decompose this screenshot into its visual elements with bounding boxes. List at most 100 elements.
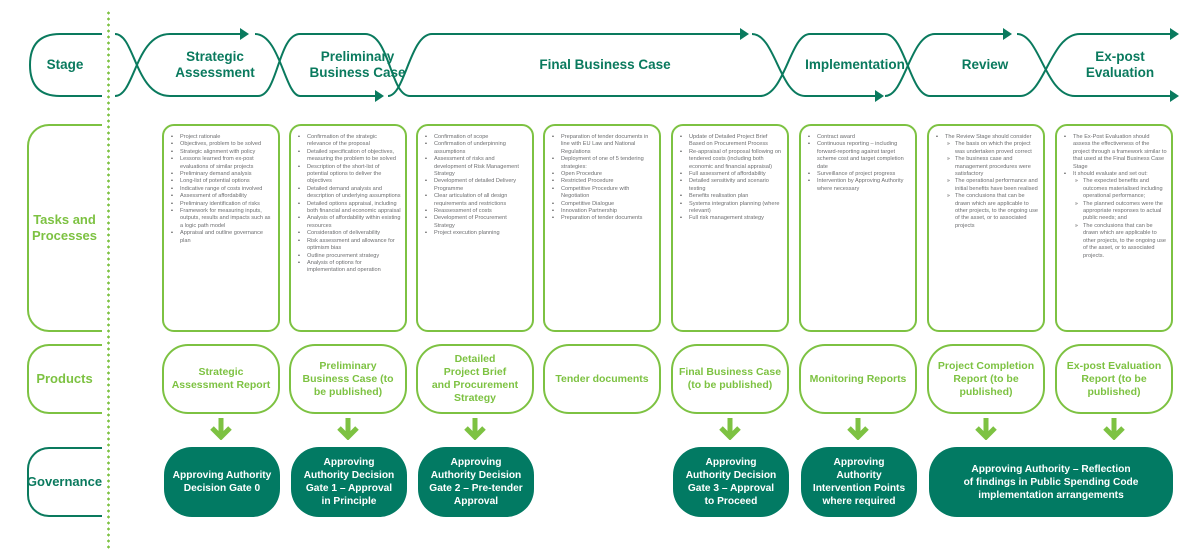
task-item: Preparation of tender documents — [552, 215, 655, 223]
task-box: Confirmation of the strategic relevance … — [289, 124, 407, 332]
task-item-text: Framework for measuring inputs, outputs,… — [180, 208, 271, 229]
task-item-text: Competitive Dialogue — [561, 200, 615, 207]
row-label-tasks: Tasks and Processes — [31, 212, 98, 243]
task-box: Confirmation of scopeConfirmation of und… — [416, 124, 534, 332]
task-box: Update of Detailed Project Brief Based o… — [671, 124, 789, 332]
task-item-text: Risk assessment and allowance for optimi… — [307, 237, 395, 252]
task-item-text: Detailed sensitivity and scenario testin… — [689, 178, 769, 192]
stage-ex-post-evaluation: Ex-post Evaluation — [1085, 49, 1155, 80]
product-final-business-case: Final Business Case (to be published) — [671, 344, 789, 414]
stage-implementation: Implementation — [805, 57, 905, 72]
task-item-text: Surveillance of project progress — [817, 171, 896, 178]
task-item: Project rationale — [171, 134, 274, 142]
task-item: Re-appraisal of proposal following on te… — [680, 149, 783, 171]
governance-decision-gate-3: Approving Authority Decision Gate 3 – Ap… — [673, 447, 789, 517]
task-subitem: The conclusions that can be drawn which … — [947, 193, 1039, 230]
product-project-completion-report: Project Completion Report (to be publish… — [927, 344, 1045, 414]
task-item: Innovation Partnership — [552, 208, 655, 216]
task-subitem: The business case and management procedu… — [947, 156, 1039, 178]
governance-decision-gate-0: Approving Authority Decision Gate 0 — [164, 447, 280, 517]
task-item-text: Detailed options appraisal, including bo… — [307, 200, 401, 215]
task-item-text: Innovation Partnership — [561, 208, 617, 215]
task-item-text: Development of Procurement Strategy — [434, 215, 507, 229]
task-item: Detailed demand analysis and description… — [298, 185, 401, 201]
task-subitem: The planned outcomes were the appropriat… — [1075, 201, 1167, 223]
task-item-text: Analysis of options for implementation a… — [307, 259, 381, 274]
task-item-text: Clear articulation of all design require… — [434, 193, 508, 207]
task-item-text: Detailed demand analysis and description… — [307, 185, 401, 200]
task-item: Development of detailed Delivery Program… — [425, 178, 528, 193]
down-arrow-icon — [1103, 418, 1125, 440]
governance-intervention-points: Approving Authority Intervention Points … — [801, 447, 917, 517]
stage-preliminary-business-case: Preliminary Business Case — [309, 49, 406, 80]
task-item: Detailed options appraisal, including bo… — [298, 200, 401, 216]
task-item: Preliminary demand analysis — [171, 171, 274, 179]
task-item-text: Open Procedure — [561, 171, 603, 178]
task-box: Project rationaleObjectives, problem to … — [162, 124, 280, 332]
task-item: Confirmation of scope — [425, 134, 528, 142]
task-box: The Review Stage should considerThe basi… — [927, 124, 1045, 332]
product-preliminary-business-case: Preliminary Business Case (to be publish… — [289, 344, 407, 414]
task-item: Detailed sensitivity and scenario testin… — [680, 178, 783, 193]
task-item-text: Update of Detailed Project Brief Based o… — [689, 134, 768, 148]
task-list: Update of Detailed Project Brief Based o… — [677, 134, 783, 223]
task-item-text: It should evaluate and set out: — [1073, 171, 1148, 178]
task-item: It should evaluate and set out:The expec… — [1064, 171, 1167, 260]
task-sublist: The basis on which the project was under… — [945, 141, 1039, 230]
products-row-frame — [27, 344, 102, 414]
connector — [884, 33, 936, 97]
task-item: The Review Stage should considerThe basi… — [936, 134, 1039, 230]
task-subitem: The operational performance and initial … — [947, 178, 1039, 193]
governance-row-frame — [27, 447, 102, 517]
task-item-text: Assessment of affordability — [180, 193, 247, 200]
arrowhead-icon — [740, 28, 749, 40]
product-ex-post-evaluation-report: Ex-post Evaluation Report (to be publish… — [1055, 344, 1173, 414]
task-item-text: The Review Stage should consider — [945, 134, 1032, 140]
task-list: The Review Stage should considerThe basi… — [933, 134, 1039, 230]
task-item-text: Preliminary identification of risks — [180, 200, 260, 207]
task-item: Project execution planning — [425, 230, 528, 238]
task-item: Confirmation of the strategic relevance … — [298, 134, 401, 149]
task-item: Indicative range of costs involved — [171, 185, 274, 194]
task-subitem: The basis on which the project was under… — [947, 141, 1039, 156]
task-item-text: Preliminary demand analysis — [180, 171, 252, 178]
task-item-text: Continuous reporting – including forward… — [817, 141, 904, 170]
task-item-text: Analysis of affordability within existin… — [307, 215, 401, 229]
task-item: Surveillance of project progress — [808, 171, 911, 179]
task-subitem: The conclusions that can be drawn which … — [1075, 223, 1167, 260]
task-item-text: Indicative range of costs involved — [180, 185, 263, 192]
task-item: Continuous reporting – including forward… — [808, 141, 911, 171]
arrowhead-icon — [1170, 90, 1179, 102]
task-item: Full risk management strategy — [680, 215, 783, 223]
task-item: Benefits realisation plan — [680, 193, 783, 201]
task-list: Preparation of tender documents in line … — [549, 134, 655, 223]
connector — [254, 33, 301, 97]
task-item: Preparation of tender documents in line … — [552, 134, 655, 156]
stage-loop-implementation — [810, 33, 931, 97]
task-item-text: Objectives, problem to be solved — [180, 141, 262, 148]
task-item-text: Deployment of one of 5 tendering strateg… — [561, 156, 644, 170]
task-item-text: Systems integration planning (where rele… — [689, 200, 780, 215]
stage-review: Review — [961, 57, 1009, 72]
governance-decision-gate-1: Approving Authority Decision Gate 1 – Ap… — [291, 447, 407, 517]
product-tender-documents: Tender documents — [543, 344, 661, 414]
connector — [751, 33, 806, 97]
row-label-products: Products — [36, 371, 93, 386]
task-item-text: Preparation of tender documents in line … — [561, 134, 649, 155]
task-item: Outline procurement strategy — [298, 253, 401, 261]
task-item: Long-list of potential options — [171, 178, 274, 186]
task-item-text: Detailed specification of objectives, me… — [307, 148, 396, 163]
task-item: Lessons learned from ex-post evaluations… — [171, 156, 274, 171]
down-arrow-icon — [464, 418, 486, 440]
task-item: Open Procedure — [552, 171, 655, 179]
task-item: Assessment of risks and development of R… — [425, 156, 528, 178]
governance-decision-gate-2: Approving Authority Decision Gate 2 – Pr… — [418, 447, 534, 517]
task-item: Reassessment of costs — [425, 208, 528, 216]
product-strategic-assessment-report: Strategic Assessment Report — [162, 344, 280, 414]
arrowhead-icon — [375, 90, 384, 102]
task-item: Competitive Procedure with Negotiation — [552, 186, 655, 201]
task-list: Confirmation of the strategic relevance … — [295, 134, 401, 275]
task-list: The Ex-Post Evaluation should assess the… — [1061, 134, 1167, 260]
task-item-text: Description of the short-list of potenti… — [307, 163, 382, 185]
task-item: Full assessment of affordability — [680, 171, 783, 179]
